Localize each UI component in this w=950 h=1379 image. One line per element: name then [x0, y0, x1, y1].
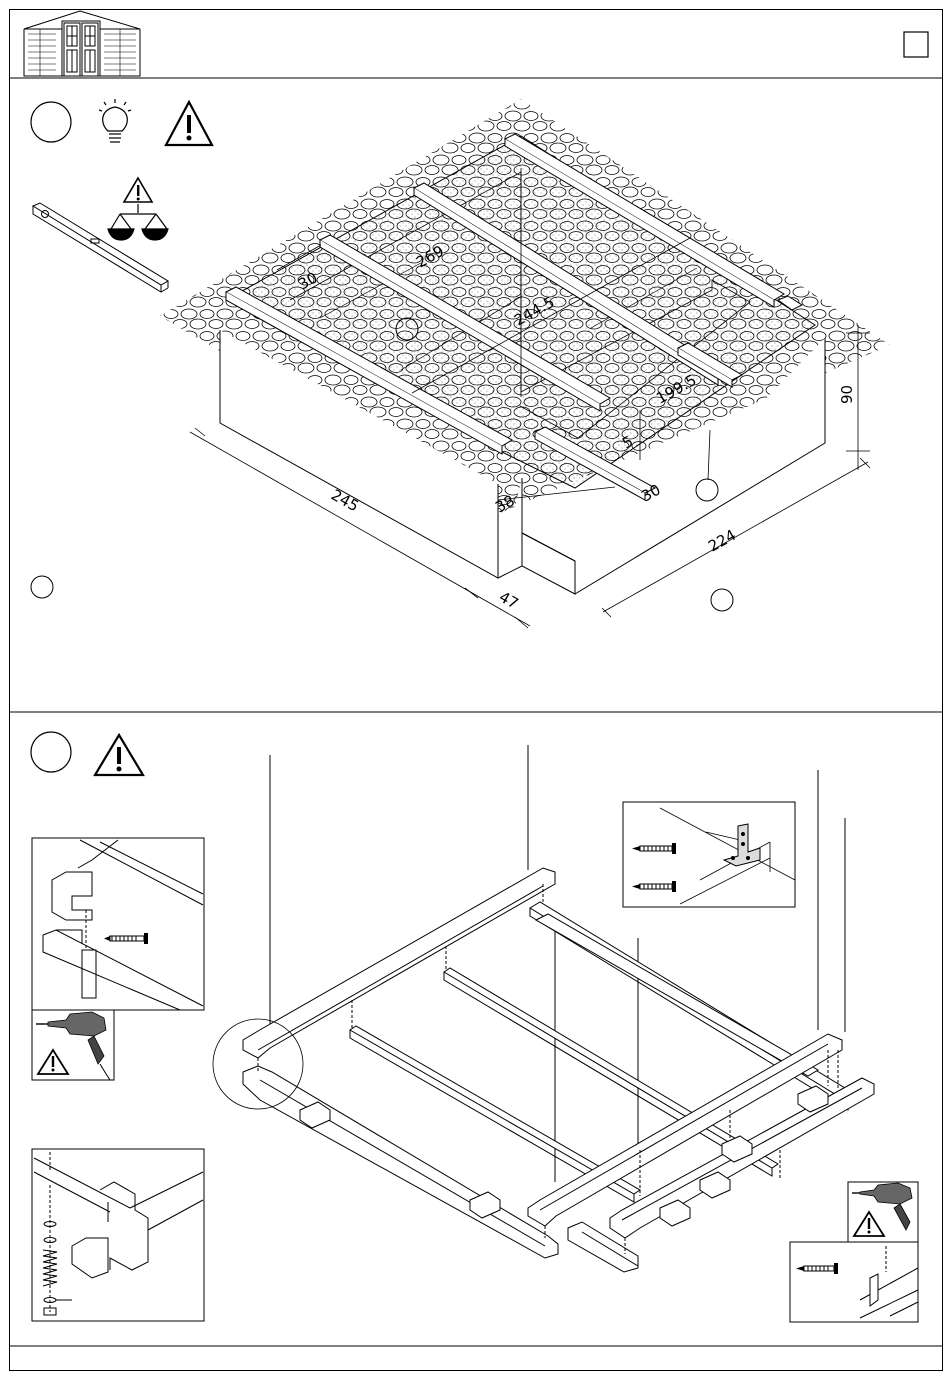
drill-tool-box [32, 1010, 114, 1080]
step-number-circle [31, 732, 71, 772]
lightbulb-icon [99, 99, 131, 142]
shed-house-icon [24, 11, 140, 76]
warning-icon [124, 178, 152, 202]
warning-icon [95, 735, 143, 775]
screw-detail-box [790, 1242, 918, 1322]
page-number-box [904, 32, 928, 57]
foundation-drawing: 269 30 244.5 199.5 5 38 30 90 245 47 224 [31, 0, 890, 628]
callout-circle [31, 576, 53, 598]
warning-icon [166, 102, 212, 145]
spirit-level-icon [33, 203, 168, 292]
joint-detail-box [32, 838, 204, 1010]
balance-scale-icon [108, 204, 168, 240]
callout-circle [711, 589, 733, 611]
drill-tool-box [848, 1182, 918, 1242]
step-number-circle [31, 102, 71, 142]
bolt-detail-box [32, 1149, 204, 1321]
bracket-detail-box [623, 802, 795, 907]
dimension-label: 90 [838, 385, 856, 404]
